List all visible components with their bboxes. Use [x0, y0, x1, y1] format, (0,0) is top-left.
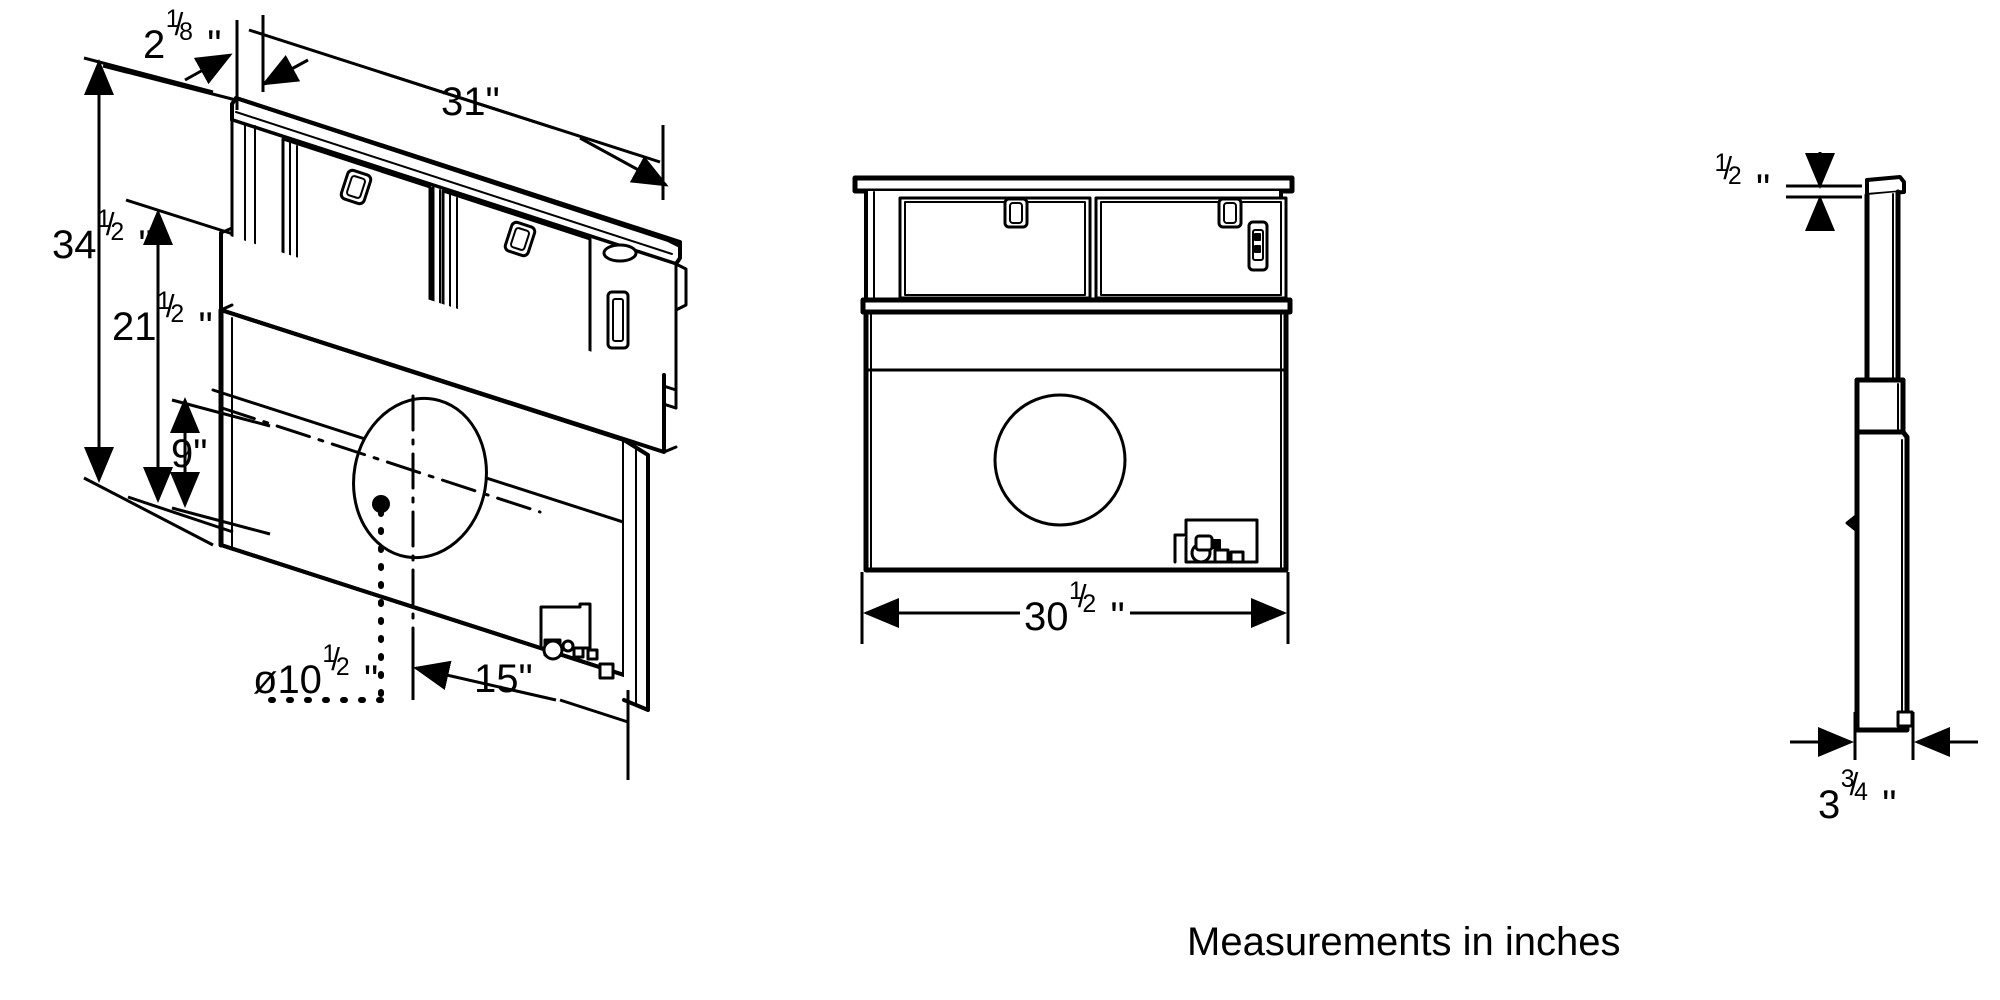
- iso-dimension-lines: [83, 15, 669, 780]
- iso-centerlines: [220, 394, 542, 690]
- front-filter-panel-1: [898, 196, 1092, 300]
- dim-label-31: 31": [441, 80, 500, 124]
- dim-1-2-fraction: 1/2: [1714, 149, 1742, 190]
- dim-30-1-2-fraction: 1/2: [1068, 577, 1097, 618]
- dim-1-2: [1786, 152, 1862, 231]
- iso-control-strip: [602, 243, 638, 350]
- front-view: [852, 175, 1295, 573]
- front-duct-opening: [993, 393, 1127, 527]
- dim-34-1-2-fraction: 1/2: [96, 205, 125, 246]
- iso-duct-center-marker: [265, 495, 390, 703]
- side-main-body: [1854, 429, 1910, 733]
- isometric-view: [211, 96, 688, 712]
- measurements-caption: Measurements in inches: [1187, 920, 1621, 964]
- dim-label-9: 9": [171, 432, 208, 476]
- dim-21-1-2: [125, 198, 234, 534]
- side-foot: [1896, 710, 1914, 728]
- side-view: [1845, 175, 1914, 733]
- front-junction-box: [1173, 518, 1259, 564]
- dim-31: [248, 28, 669, 200]
- iso-indicator-oval: [602, 243, 638, 263]
- iso-junction-box: [539, 602, 615, 680]
- dim-2-1-8-whole: 2: [143, 23, 166, 67]
- front-top-lip: [852, 175, 1295, 194]
- dim-9: [170, 397, 271, 536]
- front-control-panel: [1247, 220, 1269, 272]
- dim-34-1-2: [83, 56, 214, 547]
- dim-label-15: 15": [474, 657, 533, 701]
- dim-21-1-2-fraction: 1/2: [156, 287, 185, 328]
- side-shoulder: [1854, 377, 1906, 435]
- diameter-symbol: ø: [253, 658, 278, 702]
- dim-duct-fraction: 1/2: [322, 640, 350, 681]
- dim-2-1-8: [102, 15, 309, 110]
- dim-label-1-2: 1/2": [1714, 149, 1771, 211]
- dim-3-3-4: [1790, 712, 1978, 760]
- side-notch-marker: [1845, 513, 1859, 533]
- dim-30-1-2: [860, 572, 1290, 644]
- iso-duct-opening: [352, 396, 488, 560]
- dim-2-1-8-fraction: 1/8: [165, 5, 193, 46]
- dim-15: [411, 650, 630, 780]
- dim-3-3-4-fraction: 3/4: [1840, 765, 1868, 806]
